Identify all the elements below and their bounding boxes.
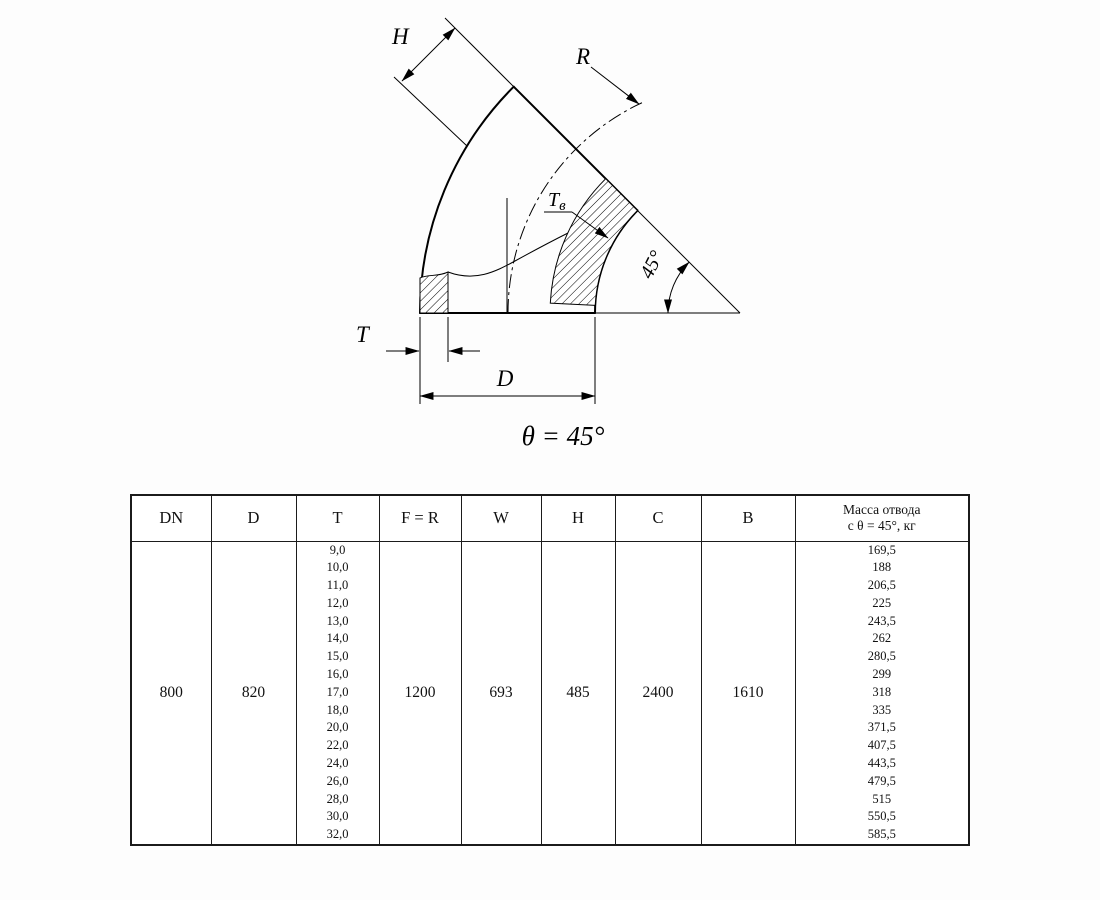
t-value: 17,0 [326,684,349,699]
t-value: 13,0 [326,613,349,628]
mass-value: 318 [872,684,892,699]
t-value: 12,0 [326,595,349,610]
col-header-b: B [700,494,796,542]
tb-label-main: T [548,189,561,211]
tb-label-subscript: в [559,198,566,214]
tb-wall-label: Tв [548,189,566,214]
r-leader-line [590,66,640,105]
elbow-45-drawing: H R Tв 45° T D θ = 45° [356,17,741,451]
mass-value: 188 [872,560,892,575]
d-dimension-label: D [496,366,514,391]
mass-value: 262 [872,631,892,646]
break-wavy-line [447,232,569,277]
cell-fr: 1200 [378,540,462,846]
t-value: 11,0 [326,578,349,593]
col-header-mass: Масса отвода с θ = 45°, кг [794,494,970,542]
technical-drawing-area: H R Tв 45° T D θ = 45° [356,17,741,451]
col-header-fr: F = R [378,494,462,542]
t-value: 26,0 [326,773,349,788]
hatching [419,177,639,314]
t-value: 28,0 [326,791,349,806]
mass-value: 550,5 [867,809,896,824]
mass-value: 479,5 [867,773,896,788]
mass-value: 443,5 [867,756,896,771]
t-value: 24,0 [326,756,349,771]
h-dimension-label: H [391,24,410,49]
inner-wall-section-hatch [549,177,639,306]
t-value: 16,0 [326,667,349,682]
mass-value: 585,5 [867,827,896,842]
t-value: 14,0 [326,631,349,646]
t-dimension-label: T [356,322,371,347]
mass-value: 169,5 [867,542,896,557]
t-value: 22,0 [326,738,349,753]
cell-t-values: 9,0 10,0 11,0 12,0 13,0 14,0 15,0 16,0 17,0 18,0 2… [295,540,380,846]
cell-dn: 800 [130,540,212,846]
t-value: 10,0 [326,560,349,575]
table-header-row: DN D T F = R W H C B Масса отвода с θ = … [130,494,970,542]
col-header-t: T [295,494,380,542]
col-header-d: D [210,494,297,542]
col-header-c: C [614,494,702,542]
mass-header-line1: Масса отвода [843,501,921,517]
cell-c: 2400 [614,540,702,846]
t-value: 32,0 [326,827,349,842]
bottom-wall-section-hatch [419,271,449,314]
r-dimension-label: R [575,44,590,69]
mass-value: 243,5 [867,613,896,628]
cell-mass-values: 169,5 188 206,5 225 243,5 262 280,5 299 318 335 37… [794,540,970,846]
cell-d: 820 [210,540,297,846]
cell-h: 485 [540,540,616,846]
col-header-w: W [460,494,542,542]
cell-b: 1610 [700,540,796,846]
t-value: 30,0 [326,809,349,824]
table-data-row: 800 820 9,0 10,0 11,0 12,0 13,0 14,0 15,0 16,0 1… [130,540,970,846]
mass-value: 371,5 [867,720,896,735]
col-header-dn: DN [130,494,212,542]
mass-value: 280,5 [867,649,896,664]
tb-leader-line [571,211,609,239]
h-extension-line [393,76,468,147]
mass-value: 335 [872,702,892,717]
mass-header-line2: с θ = 45°, кг [847,518,916,534]
dimensions [386,27,690,404]
cell-w: 693 [460,540,542,846]
dimensions-table: DN D T F = R W H C B Масса отвода с θ = … [130,494,970,847]
theta-formula-label: θ = 45° [522,421,605,451]
mass-value: 225 [872,595,892,610]
t-value: 15,0 [326,649,349,664]
diagonal-extension-upper [444,17,515,88]
t-value: 18,0 [326,702,349,717]
angle-dimension-arc [664,261,690,314]
centerlines [507,102,643,314]
t-value: 20,0 [326,720,349,735]
col-header-h: H [540,494,616,542]
mass-value: 299 [872,667,892,682]
angle-45-label: 45° [636,247,668,282]
mean-radius-centerline-arc [507,102,643,314]
mass-value: 515 [872,791,892,806]
h-dimension-line [401,27,456,82]
mass-value: 407,5 [867,738,896,753]
mass-value: 206,5 [867,578,896,593]
t-value: 9,0 [329,542,346,557]
